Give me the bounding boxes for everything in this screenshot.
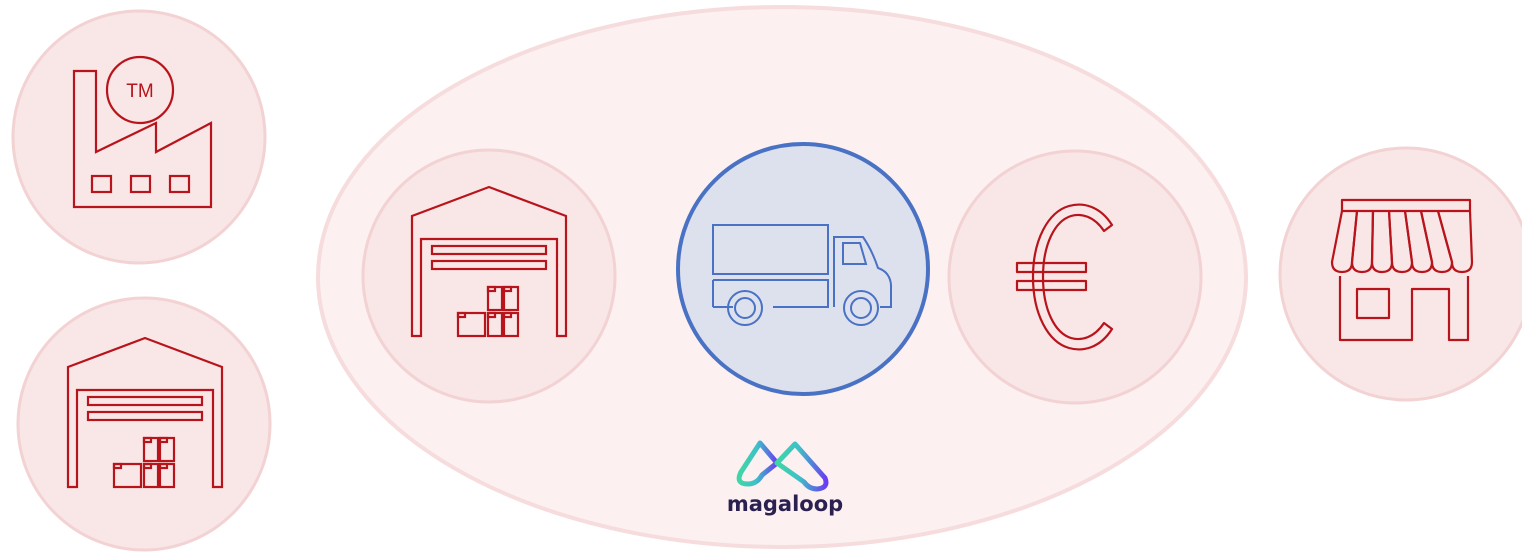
factory-node: TM (11, 9, 267, 265)
warehouse-node-center (361, 148, 617, 404)
euro-icon (1015, 203, 1114, 351)
transport-node (676, 142, 930, 396)
factory-icon (72, 55, 213, 209)
brand-name: magaloop (727, 492, 843, 516)
magaloop-logo-icon (736, 440, 829, 492)
warehouse-node-left (16, 296, 272, 552)
storefront-icon (1330, 198, 1474, 342)
trademark-label: TM (126, 81, 153, 102)
payment-node (947, 149, 1203, 405)
truck-icon (712, 224, 892, 326)
store-node (1278, 146, 1522, 402)
